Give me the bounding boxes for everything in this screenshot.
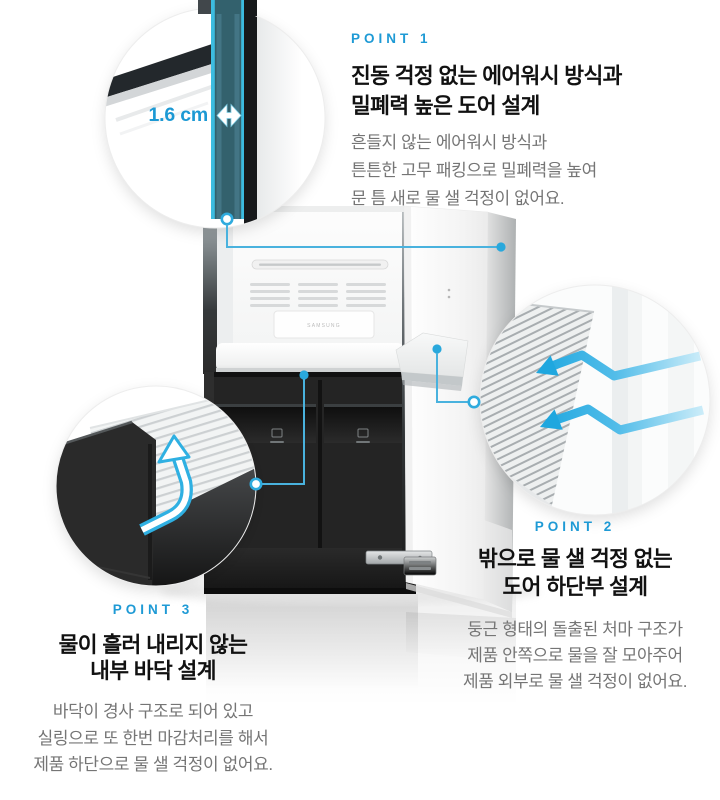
- drawer-icon: [356, 428, 370, 443]
- point-3-body-line-3: 제품 하단으로 물 샐 걱정이 없어요.: [33, 755, 273, 774]
- drain-arrow-icon: [139, 434, 193, 536]
- point-1-body-line-3: 문 틈 새로 물 샐 걱정이 없어요.: [351, 189, 565, 208]
- point-3-body: 바닥이 경사 구조로 되어 있고 실링으로 또 한번 마감처리를 해서 제품 하…: [3, 699, 303, 779]
- door-eave-cap: [395, 332, 469, 391]
- chamber-floor-lip: [216, 343, 404, 372]
- connector-dot: [249, 477, 263, 491]
- point-2-title: 밖으로 물 샐 걱정 없는 도어 하단부 설계: [425, 545, 720, 601]
- vent-grille: [250, 283, 386, 307]
- door-bottom-grille: [480, 300, 594, 505]
- point-1-title-line-2: 밀폐력 높은 도어 설계: [351, 94, 540, 118]
- point-1-title: 진동 걱정 없는 에어워시 방식과 밀폐력 높은 도어 설계: [351, 61, 691, 121]
- connector-dot: [496, 242, 506, 252]
- connector-point-3: [249, 370, 309, 491]
- point-2-body-line-1: 둥근 형태의 돌출된 처마 구조가: [467, 620, 683, 639]
- point-1-label: POINT 1: [351, 31, 432, 46]
- point-2-label: POINT 2: [534, 519, 616, 534]
- measure-label: 1.6 cm: [148, 104, 208, 126]
- connector-dot: [432, 344, 442, 354]
- point-3-body-line-2: 실링으로 또 한번 마감처리를 해서: [37, 728, 269, 748]
- cabinet-left-edge: [203, 216, 217, 374]
- cabinet: SAMSUNG: [203, 206, 407, 374]
- drawer-icon: [270, 428, 284, 443]
- zoom-circle-door-bottom: [479, 284, 711, 516]
- connector-point-2: [432, 344, 481, 409]
- point-1-title-line-1: 진동 걱정 없는 에어워시 방식과: [351, 64, 622, 88]
- point-3-section: POINT 3 물이 흘러 내리지 않는 내부 바닥 설계 바닥이 경사 구조로…: [3, 602, 303, 779]
- connector-dot: [220, 212, 234, 226]
- point-2-title-line-2: 도어 하단부 설계: [502, 575, 648, 599]
- point-2-body: 둥근 형태의 돌출된 처마 구조가 제품 안쪽으로 물을 잘 모아주어 제품 외…: [425, 617, 720, 695]
- airflow-arrows-icon: [536, 350, 705, 435]
- point-3-title-line-1: 물이 흘러 내리지 않는: [58, 633, 248, 657]
- point-2-title-line-1: 밖으로 물 샐 걱정 없는: [477, 547, 673, 571]
- connector-point-1: [220, 212, 506, 252]
- connector-dot: [467, 395, 481, 409]
- zoom-circle-floor: [55, 385, 257, 587]
- point-2-section: POINT 2 밖으로 물 샐 걱정 없는 도어 하단부 설계 둥근 형태의 돌…: [425, 519, 720, 695]
- control-panel-brand-label: SAMSUNG: [307, 323, 341, 329]
- point-3-title: 물이 흘러 내리지 않는 내부 바닥 설계: [3, 632, 303, 684]
- door-hinge: [365, 550, 437, 576]
- point-3-label: POINT 3: [112, 602, 194, 617]
- point-2-body-line-3: 제품 외부로 물 샐 걱정이 없어요.: [462, 672, 688, 691]
- control-panel: SAMSUNG: [273, 310, 375, 339]
- point-1-body: 흔들지 않는 에어워시 방식과 튼튼한 고무 패킹으로 밀폐력을 높여 문 틈 …: [351, 129, 691, 213]
- point-1-body-line-1: 흔들지 않는 에어워시 방식과: [351, 133, 547, 152]
- gasket-teal-strip: [211, 8, 245, 219]
- point-1-section: POINT 1 진동 걱정 없는 에어워시 방식과 밀폐력 높은 도어 설계 흔…: [351, 31, 691, 213]
- zoom-circle-door-gasket: [104, 0, 326, 229]
- point-2-body-line-2: 제품 안쪽으로 물을 잘 모아주어: [467, 646, 683, 665]
- point-3-body-line-1: 바닥이 경사 구조로 되어 있고: [52, 702, 254, 721]
- connector-dot: [299, 370, 309, 380]
- point-1-body-line-2: 튼튼한 고무 패킹으로 밀폐력을 높여: [351, 161, 597, 180]
- width-arrow-icon: [216, 103, 242, 128]
- point-3-title-line-2: 내부 바닥 설계: [90, 659, 216, 683]
